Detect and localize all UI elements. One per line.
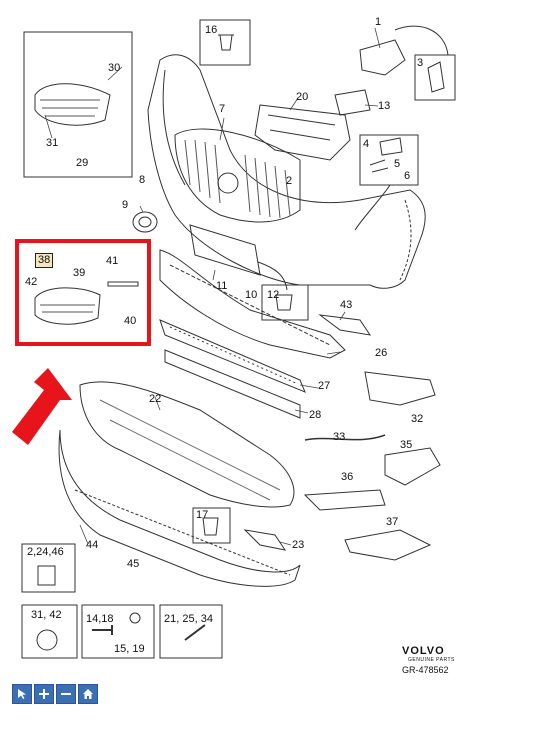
plus-icon	[39, 689, 49, 699]
bar-27	[159, 319, 306, 393]
select-button[interactable]	[12, 684, 32, 704]
brand-logo: VOLVO	[402, 645, 445, 657]
highlight-frame	[15, 239, 151, 346]
brand-tagline: GENUINE PARTS	[408, 657, 455, 663]
callout-35: 35	[400, 439, 413, 451]
callout-42: 42	[25, 276, 38, 288]
callout-31-42: 31, 42	[31, 609, 62, 621]
callout-5: 5	[394, 158, 401, 170]
callout-21-25-34: 21, 25, 34	[164, 613, 213, 625]
pointer-icon	[18, 689, 26, 699]
callout-2-24-46: 2,24,46	[27, 546, 64, 558]
grille-emblem	[217, 172, 239, 194]
callout-17: 17	[196, 509, 209, 521]
callout-20: 20	[296, 91, 309, 103]
callout-22: 22	[149, 393, 162, 405]
callout-12: 12	[267, 289, 280, 301]
zoom-out-button[interactable]	[56, 684, 76, 704]
callout-7: 7	[219, 103, 226, 115]
callout-11: 11	[216, 280, 228, 292]
callout-1: 1	[375, 16, 382, 28]
bracket-20	[254, 104, 351, 161]
callout-16: 16	[205, 24, 218, 36]
callout-36: 36	[341, 471, 354, 483]
callout-29: 29	[76, 157, 89, 169]
callout-45: 45	[127, 558, 140, 570]
zoom-in-button[interactable]	[34, 684, 54, 704]
lower-cover	[58, 429, 301, 587]
callout-13: 13	[378, 100, 391, 112]
callout-32: 32	[411, 413, 424, 425]
callout-26: 26	[375, 347, 388, 359]
callout-44: 44	[86, 539, 99, 551]
callout-41: 41	[106, 255, 119, 267]
skid-plate	[79, 381, 295, 508]
red-arrow-icon	[12, 368, 72, 445]
home-button[interactable]	[78, 684, 98, 704]
lamp-housing-32	[364, 371, 436, 406]
diagram-reference: GR-478562	[402, 665, 449, 675]
callout-31: 31	[46, 137, 59, 149]
callout-3: 3	[417, 57, 424, 69]
wiring-33	[304, 434, 386, 441]
callout-38: 38	[35, 253, 54, 268]
emblem	[132, 211, 158, 233]
callout-23: 23	[292, 539, 305, 551]
callout-43: 43	[340, 299, 353, 311]
home-icon	[83, 689, 93, 699]
callout-28: 28	[309, 409, 322, 421]
callout-14-18: 14,18	[86, 613, 114, 625]
callout-10: 10	[245, 289, 258, 301]
callout-27: 27	[318, 380, 331, 392]
fog-lamp-35	[384, 447, 441, 486]
license-plate	[189, 224, 261, 276]
grille	[174, 128, 301, 223]
callout-37: 37	[386, 516, 399, 528]
callout-9: 9	[122, 199, 129, 211]
callout-15-19: 15, 19	[114, 643, 145, 655]
callout-39: 39	[73, 267, 86, 279]
bumper-cover	[147, 54, 426, 289]
minus-icon	[61, 693, 71, 695]
callout-2: 2	[286, 175, 293, 187]
reinforcement-26	[159, 249, 346, 359]
callout-8: 8	[139, 174, 146, 186]
callout-4: 4	[363, 138, 370, 150]
callout-6: 6	[404, 170, 411, 182]
callout-30: 30	[108, 62, 121, 74]
callout-33: 33	[333, 431, 346, 443]
diagram-toolbar	[12, 684, 98, 704]
callout-40: 40	[124, 315, 137, 327]
